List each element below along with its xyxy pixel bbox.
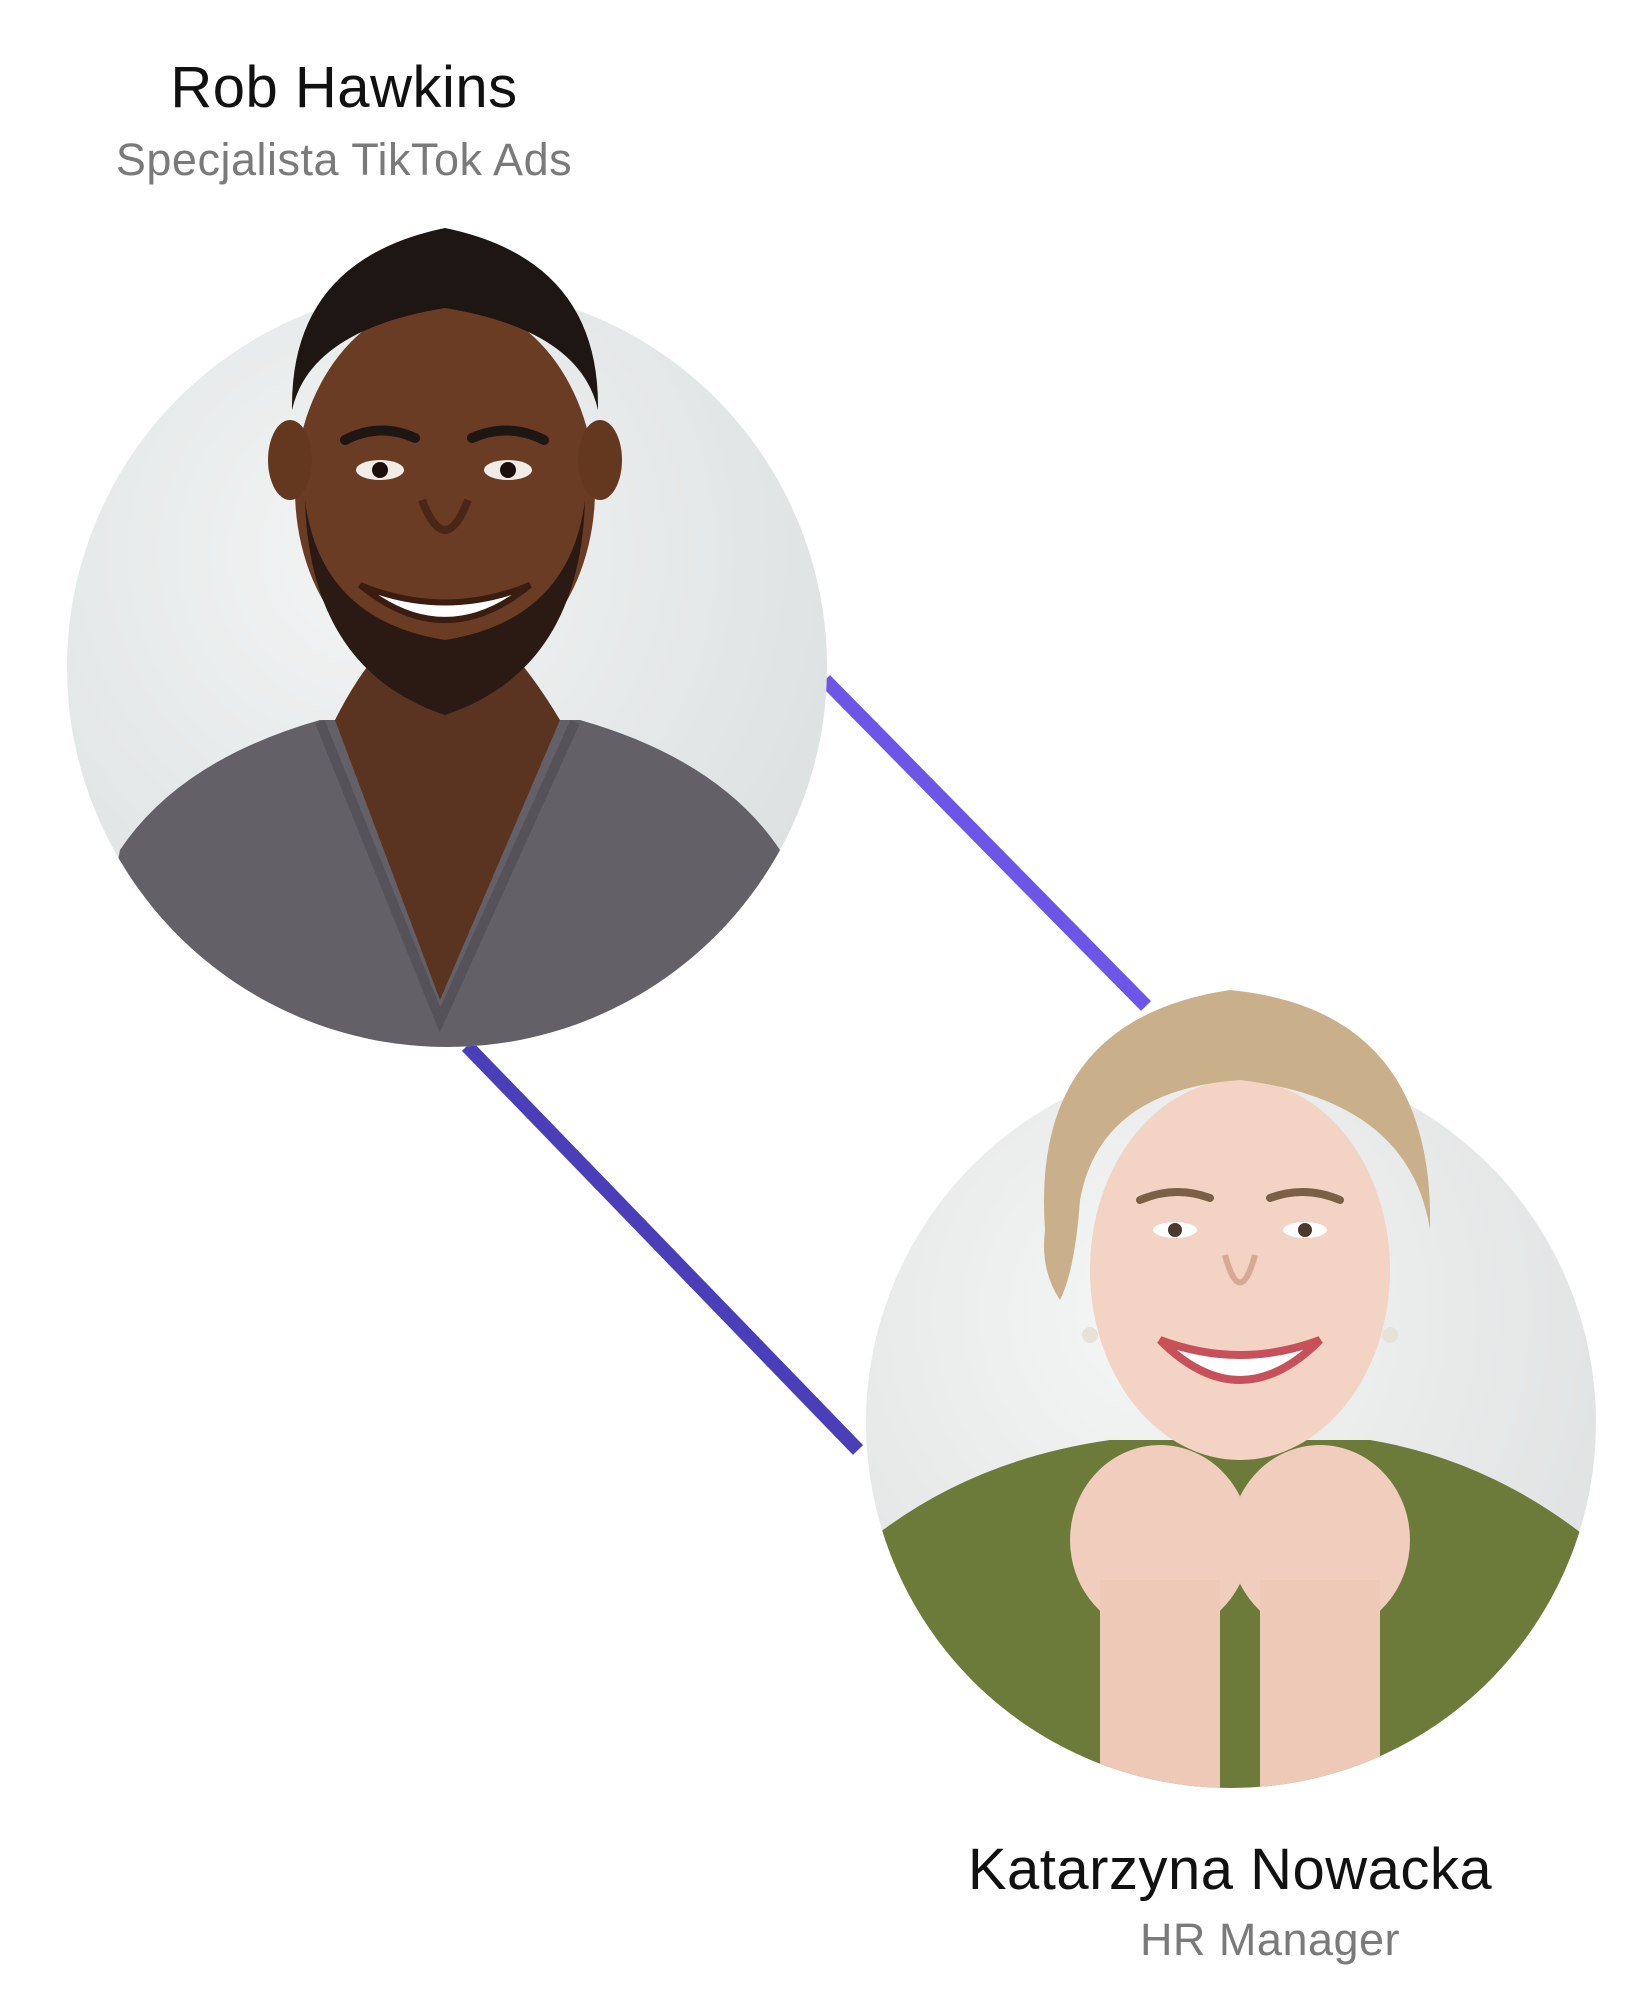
person-name: Rob Hawkins (170, 55, 518, 120)
person-role: HR Manager (1139, 1914, 1401, 1965)
avatar (866, 990, 1596, 1788)
connector-line-lower (461, 1041, 864, 1455)
avatar (67, 228, 827, 1047)
connector-line-upper (820, 675, 1151, 1011)
profile-photo-katarzyna (850, 980, 1596, 1800)
person-name: Katarzyna Nowacka (967, 1837, 1493, 1902)
person-role: Specjalista TikTok Ads (115, 134, 573, 185)
profile-photo-rob (60, 200, 840, 1060)
